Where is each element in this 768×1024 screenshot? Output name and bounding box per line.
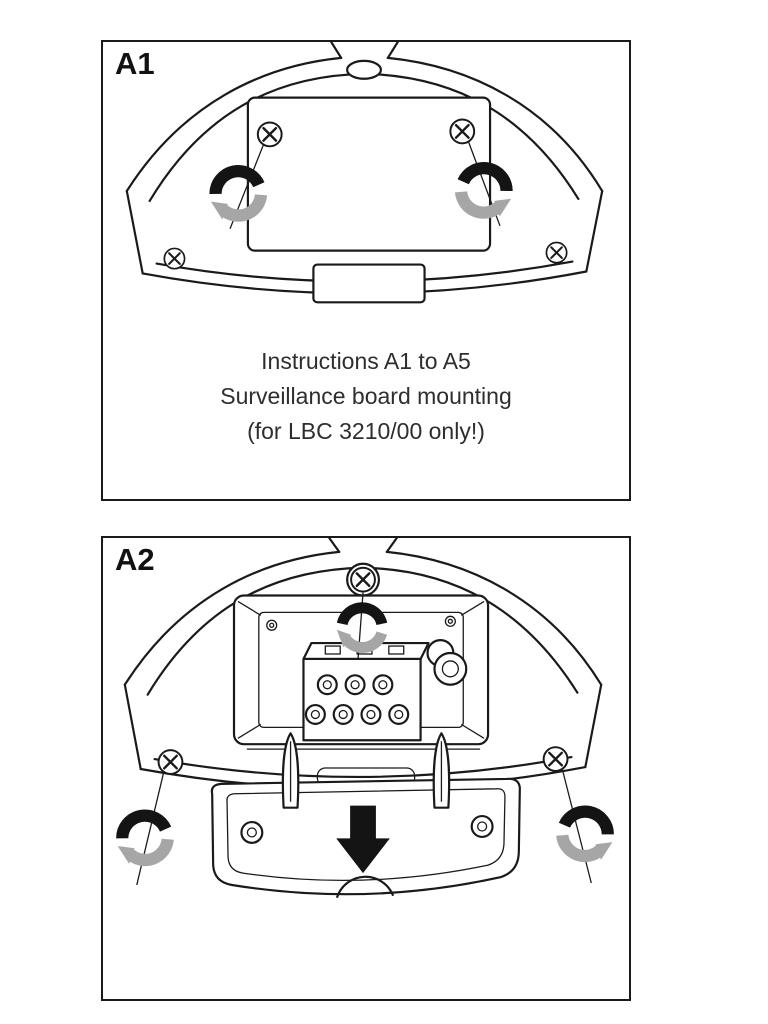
phillips-screw-icon: [256, 121, 283, 148]
phillips-screw-icon: [545, 241, 568, 264]
phillips-screw-icon: [349, 566, 377, 593]
phillips-screw-icon: [542, 745, 569, 773]
cable-hole: [346, 59, 382, 80]
caption-line-3: (for LBC 3210/00 only!): [247, 418, 485, 444]
caption-line-2: Surveillance board mounting: [220, 383, 512, 409]
step-label-a2: A2: [115, 542, 155, 577]
phillips-screw-icon: [157, 748, 184, 776]
pointer-line: [136, 772, 165, 886]
diagram-a2: [103, 538, 629, 898]
diagram-a1: [125, 42, 604, 304]
instruction-panel-a2: A2: [101, 536, 631, 1001]
spring-clips: [281, 732, 451, 809]
instruction-caption: Instructions A1 to A5 Surveillance board…: [103, 344, 629, 449]
rotation-arrow-icon: [559, 808, 618, 862]
mounting-tab: [312, 263, 426, 304]
cover-plate: [210, 777, 521, 898]
phillips-screw-icon: [163, 247, 186, 270]
knob: [426, 639, 468, 686]
instruction-panel-a1: A1 Instructions A1 to: [101, 40, 631, 501]
access-panel: [246, 96, 492, 252]
step-label-a1: A1: [115, 46, 155, 81]
caption-line-1: Instructions A1 to A5: [261, 348, 471, 374]
phillips-screw-icon: [449, 118, 476, 145]
terminal-block: [302, 641, 430, 742]
down-arrow-icon: [336, 805, 390, 874]
rotation-arrow-icon: [112, 811, 171, 865]
pointer-line: [561, 769, 592, 884]
